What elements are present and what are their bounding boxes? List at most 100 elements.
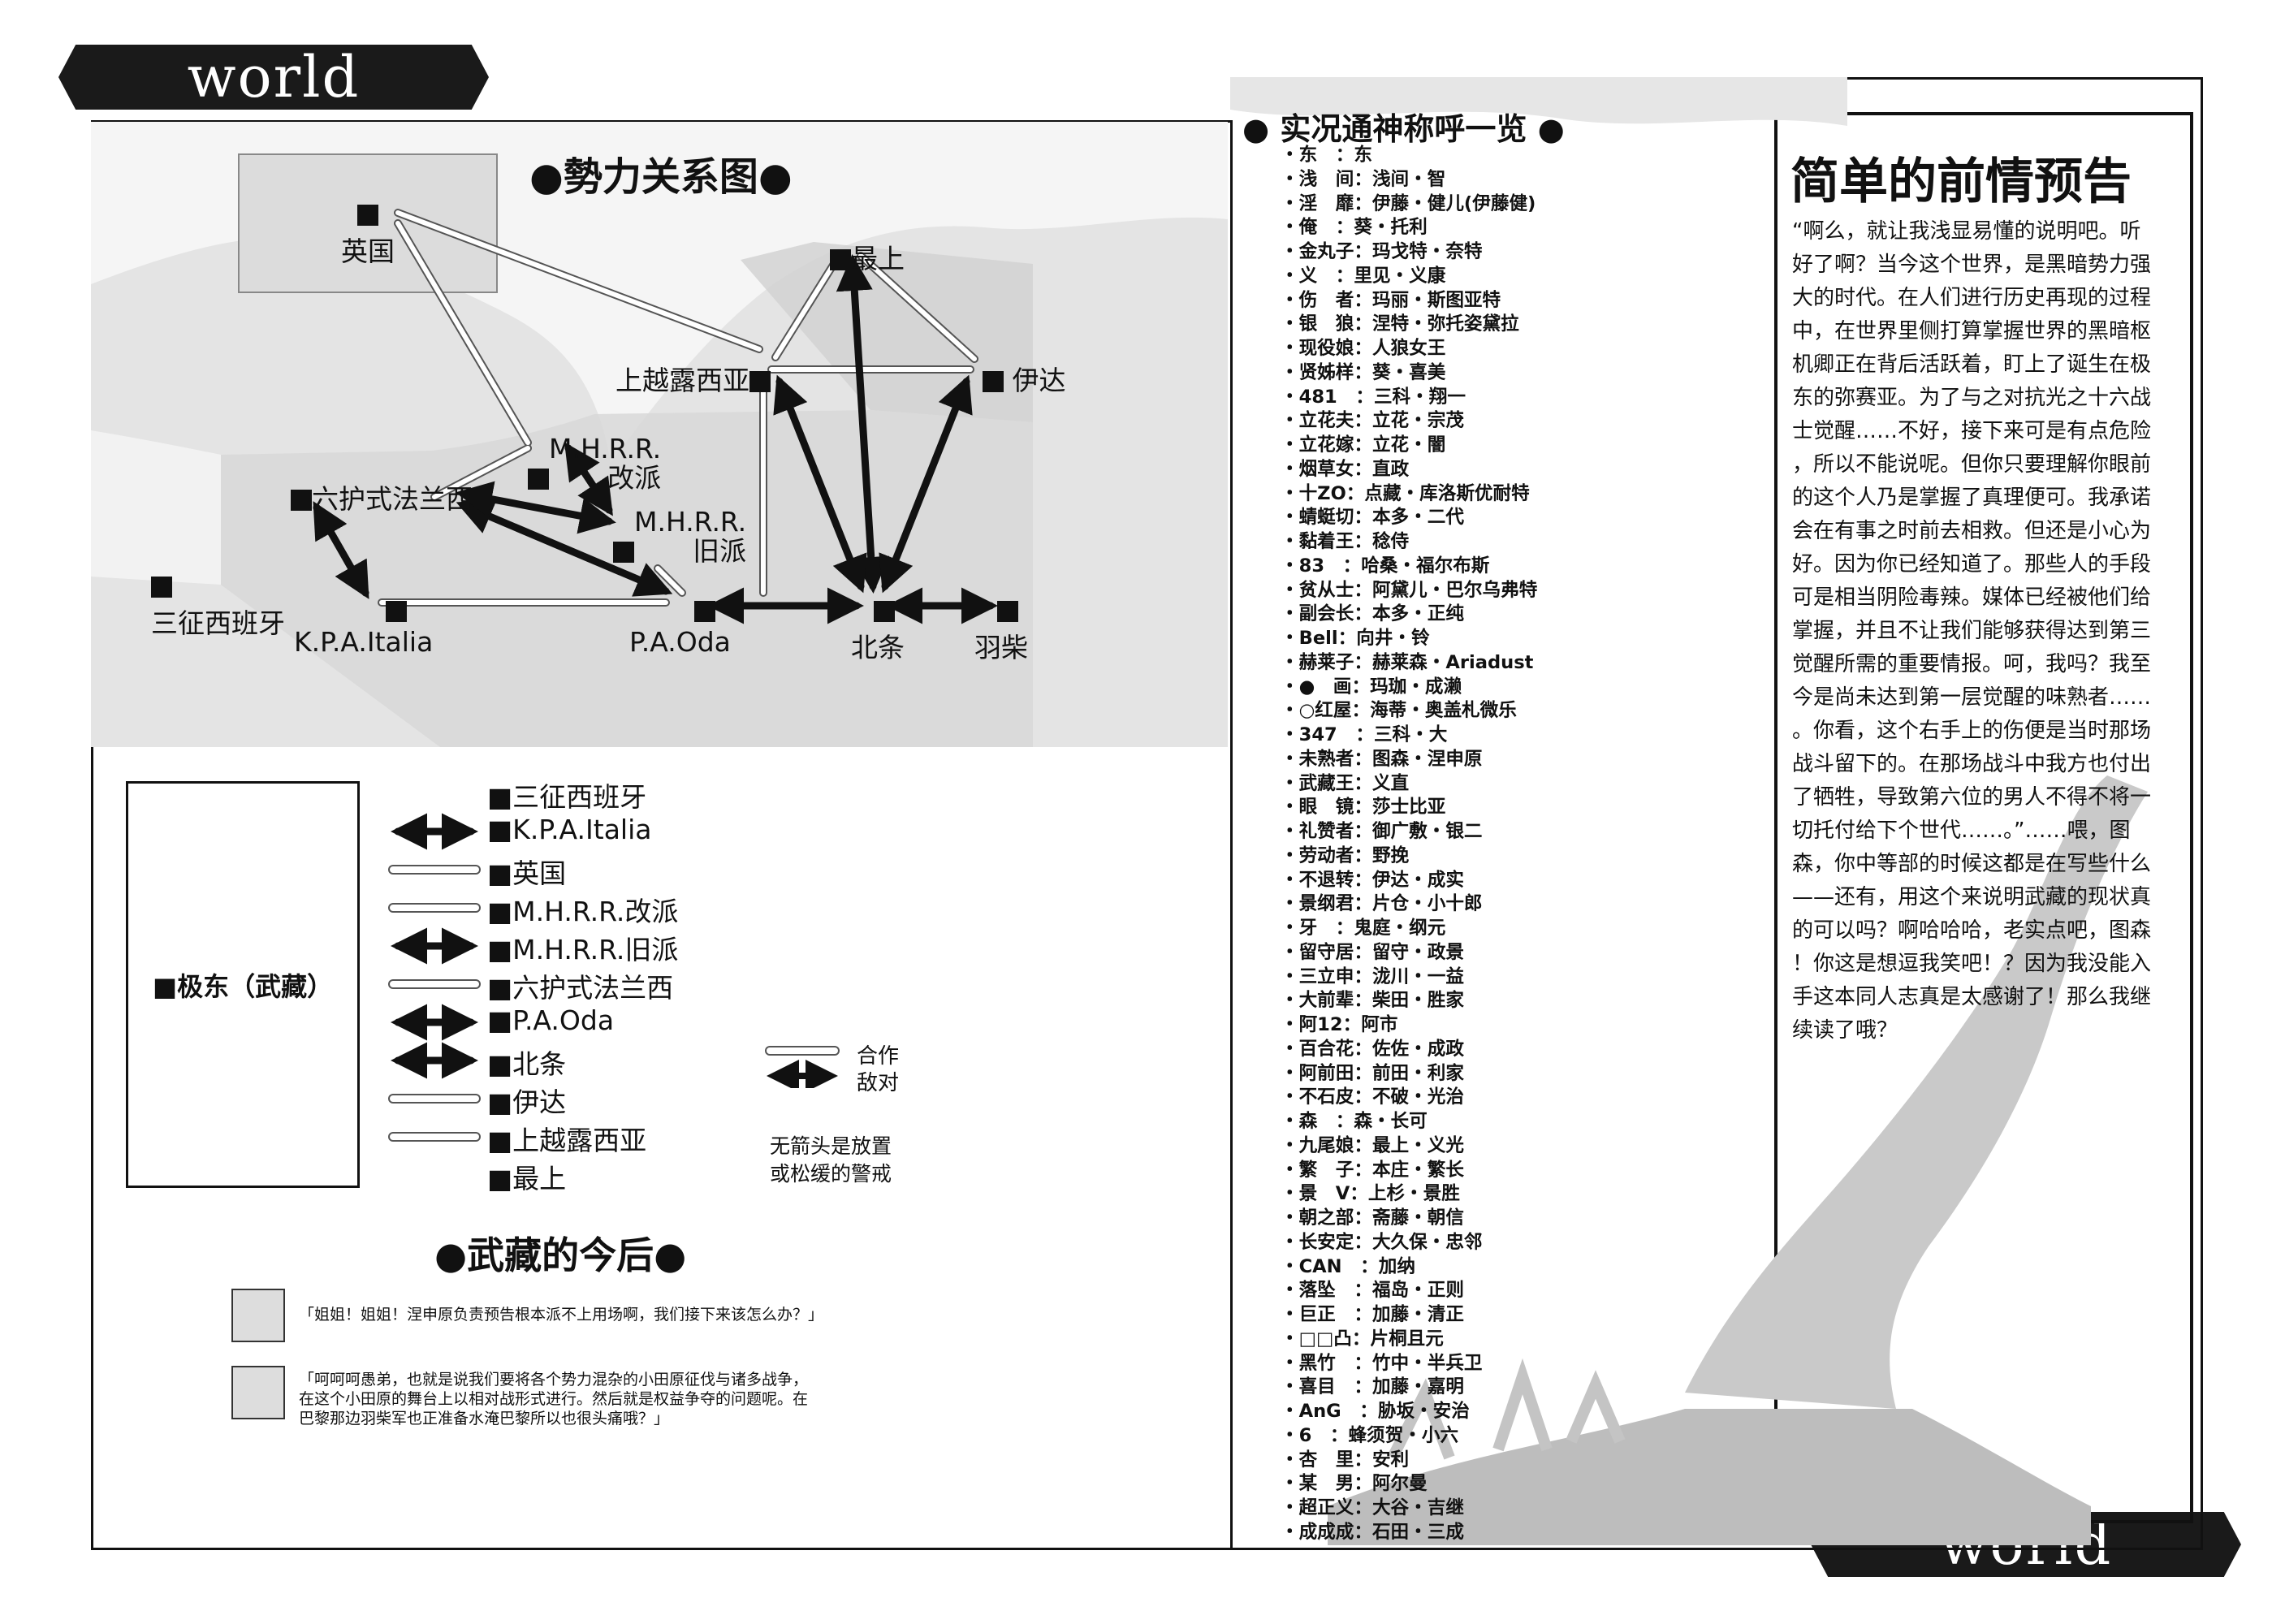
future-line2: 「呵呵呵愚弟，也就是说我们要将各个势力混杂的小田原征伐与诸多战争， 在这个小田原… — [299, 1370, 808, 1428]
nickname-item: ・立花嫁：立花・闇 — [1281, 434, 1446, 456]
nickname-item: ・某 男：阿尔曼 — [1281, 1473, 1428, 1495]
nickname-item: ・喜目 ：加藤・嘉明 — [1281, 1376, 1464, 1398]
node-date: 伊达 — [983, 359, 1066, 398]
nickname-item: ・黑竹 ：竹中・半兵卫 — [1281, 1352, 1483, 1374]
node-mhrr-old: M.H.R.R. 旧派 — [613, 508, 746, 566]
nickname-item: ・九尾娘：最上・义光 — [1281, 1134, 1464, 1156]
nickname-item: ・蜻蜓切：本多・二代 — [1281, 507, 1464, 529]
node-rokugo: 六护式法兰西 — [291, 477, 473, 516]
nickname-item: ・俺 ：葵・托利 — [1281, 217, 1428, 239]
nickname-item: ・落坠 ：福岛・正则 — [1281, 1280, 1464, 1302]
preface-line: 。你看，这个右手上的伤便是当时那场 — [1792, 719, 2152, 743]
nickname-item: ・金丸子：玛戈特・奈特 — [1281, 241, 1483, 262]
node-hashiba: 羽柴 — [974, 594, 1028, 665]
nickname-item: ・义 ：里见・义康 — [1281, 265, 1446, 287]
preface-line: 士觉醒……不好，接下来可是有点危险 — [1792, 419, 2152, 443]
legend-row-mogami: ■最上 — [487, 1163, 567, 1194]
world-banner-top-label: world — [187, 44, 361, 110]
nickname-item: ・贤姊样：葵・喜美 — [1281, 361, 1446, 383]
nickname-item: ・景 V：上杉・景胜 — [1281, 1183, 1460, 1205]
legend-center-label: ■极东（武藏） — [152, 971, 334, 1002]
preface-line: 的可以吗？啊哈哈哈，老实点吧，图森 — [1792, 918, 2152, 943]
preface-line: 续读了哦？ — [1792, 1018, 1898, 1043]
node-label: 伊达 — [1012, 365, 1066, 396]
preface-line: 切托付给下个世代……。”……喂，图 — [1792, 818, 2131, 843]
preface-line: ，所以不能说呢。但你只要理解你眼前 — [1792, 452, 2152, 477]
legend-row-mhrr-old: ■M.H.R.R.旧派 — [487, 934, 679, 965]
node-marker — [694, 601, 716, 622]
node-marker — [357, 205, 378, 226]
nickname-item: ・阿12：阿市 — [1281, 1014, 1398, 1035]
nickname-item: ・杏 里：安利 — [1281, 1449, 1410, 1471]
nickname-item: ・481 ：三科・翔一 — [1281, 386, 1466, 408]
preface-line: “啊么，就让我浅显易懂的说明吧。听 — [1792, 219, 2141, 244]
node-label: 三征西班牙 — [151, 607, 285, 639]
nickname-item: ・眼 镜：莎士比亚 — [1281, 797, 1446, 818]
node-kaetsu: 上越露西亚 — [616, 359, 771, 398]
nickname-item: ・淫 靡：伊藤・健儿(伊藤健) — [1281, 192, 1536, 214]
preface-line: 森，你中等部的时候这都是在写些什么 — [1792, 852, 2152, 876]
nickname-item: ・6 ：蜂须贺・小六 — [1281, 1424, 1459, 1446]
node-marker — [151, 577, 172, 598]
tree-silhouette — [1230, 77, 2148, 1545]
legend-row-pa-oda: ■P.A.Oda — [487, 1004, 615, 1036]
nickname-item: ・不退转：伊达・成实 — [1281, 869, 1464, 891]
nickname-item: ・○红屋：海蒂・奥盖札微乐 — [1281, 700, 1517, 722]
nickname-item: ・武藏王：义直 — [1281, 772, 1410, 794]
nickname-item: ・劳动者：野挽 — [1281, 844, 1410, 866]
node-marker — [997, 601, 1018, 622]
node-kpa: K.P.A.Italia — [294, 594, 433, 658]
nickname-item: ・牙 ：鬼庭・纲元 — [1281, 918, 1446, 939]
preface-body: “啊么，就让我浅显易懂的说明吧。听好了啊？当今这个世界，是黑暗势力强大的时代。在… — [1792, 215, 2166, 1047]
legend-row-mhrr-reform: ■M.H.R.R.改派 — [487, 896, 679, 927]
preface-line: 了牺牲，导致第六位的男人不得不将一 — [1792, 785, 2152, 810]
future-line2-b: 在这个小田原的舞台上以相对战形式进行。然后就是权益争夺的问题呢。在 — [299, 1390, 809, 1408]
nickname-item: ・现役娘：人狼女王 — [1281, 338, 1446, 359]
node-label: 羽柴 — [974, 632, 1028, 663]
preface-line: 的这个人乃是掌握了真理便可。我承诺 — [1792, 486, 2152, 510]
world-banner-top: world — [58, 45, 489, 110]
preface-line: ！你这是想逗我笑吧！？因为我没能入 — [1792, 952, 2152, 976]
node-label: K.P.A.Italia — [294, 626, 434, 658]
nicknames-list: ・东 ：东・浅 间：浅间・智・淫 靡：伊藤・健儿(伊藤健)・俺 ：葵・托利・金丸… — [1281, 144, 1589, 1545]
node-marker — [830, 249, 851, 270]
legend-key-hostile: 敌对 — [857, 1071, 900, 1095]
preface-title: 简单的前情预告 — [1790, 153, 2132, 210]
nickname-item: ・不石皮：不破・光治 — [1281, 1086, 1464, 1108]
nickname-item: ・赫莱子：赫莱森・Ariadust — [1281, 651, 1534, 673]
preface-line: 好了啊？当今这个世界，是黑暗势力强 — [1792, 253, 2152, 277]
preface-line: 机卿正在背后活跃着，盯上了诞生在极 — [1792, 352, 2152, 377]
nickname-item: ・景纲君：片仓・小十郎 — [1281, 893, 1483, 915]
node-marker — [749, 371, 771, 392]
future-line2-c: 巴黎那边羽柴军也正准备水淹巴黎所以也很头痛哦？」 — [299, 1410, 670, 1427]
nickname-item: ・贫从士：阿黛儿・巴尔乌弗特 — [1281, 579, 1538, 601]
avatar-sister — [231, 1289, 285, 1342]
preface-line: 会在有事之时前去相救。但还是小心为 — [1792, 519, 2152, 543]
node-marker — [291, 490, 312, 511]
nickname-item: ・83 ：哈桑・福尔布斯 — [1281, 555, 1490, 577]
nickname-item: ・AnG ：胁坂・安治 — [1281, 1401, 1470, 1422]
nickname-item: ・CAN ：加纳 — [1281, 1255, 1415, 1277]
legend-row-hojo: ■北条 — [487, 1048, 567, 1080]
nickname-item: ・□□凸：片桐且元 — [1281, 1328, 1444, 1350]
future-line2-a: 「呵呵呵愚弟，也就是说我们要将各个势力混杂的小田原征伐与诸多战争， — [299, 1371, 809, 1389]
nickname-item: ・● 画：玛珈・成濑 — [1281, 676, 1462, 698]
preface-line: 中，在世界里侧打算掌握世界的黑暗枢 — [1792, 319, 2152, 343]
nickname-item: ・Bell：向井・铃 — [1281, 628, 1430, 649]
nickname-item: ・森 ：森・长可 — [1281, 1111, 1428, 1132]
node-mogami: 最上 — [830, 237, 905, 276]
legend-row-rokugo: ■六护式法兰西 — [487, 972, 674, 1004]
node-marker — [613, 542, 634, 563]
node-label: M.H.R.R. 旧派 — [634, 506, 747, 567]
node-marker — [385, 601, 407, 622]
legend-key-coop: 合作 — [857, 1044, 900, 1069]
nicknames-title: ● 实况通神称呼一览 ● — [1242, 111, 1565, 147]
left-page-frame — [91, 120, 1233, 1550]
preface-line: 好。因为你已经知道了。那些人的手段 — [1792, 552, 2152, 577]
nickname-item: ・巨正 ：加藤・清正 — [1281, 1304, 1464, 1325]
nickname-item: ・三立申：泷川・一益 — [1281, 965, 1464, 987]
nickname-item: ・百合花：佐佐・成政 — [1281, 1038, 1464, 1060]
node-uk: 英国 — [341, 198, 395, 269]
nickname-item: ・阿前田：前田・利家 — [1281, 1062, 1464, 1084]
